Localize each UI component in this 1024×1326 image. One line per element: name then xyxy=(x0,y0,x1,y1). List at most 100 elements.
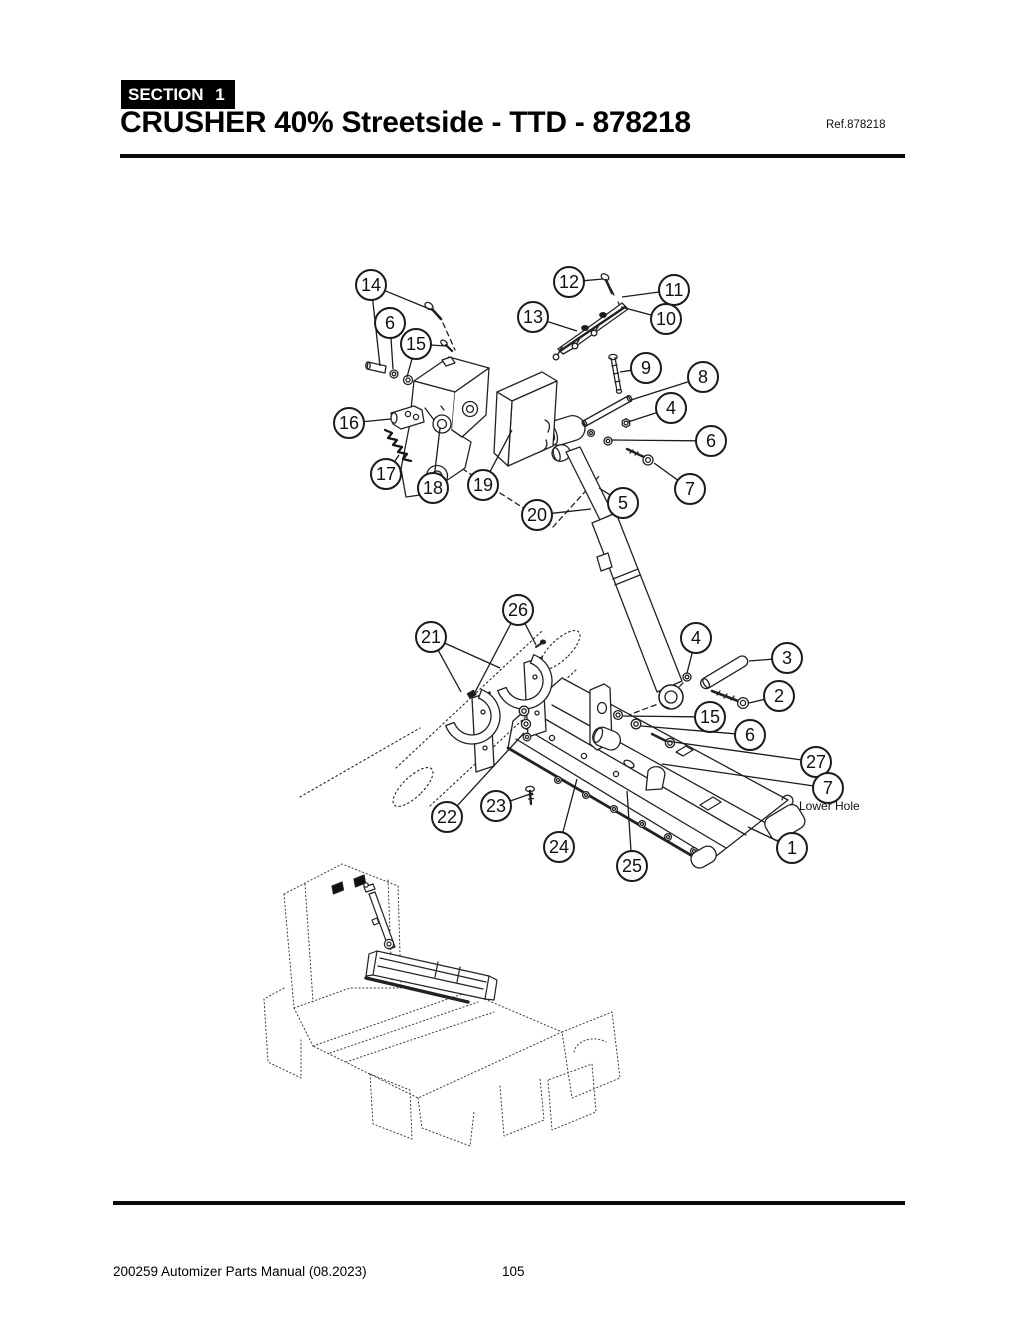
callout-number: 18 xyxy=(423,478,443,498)
leader-line xyxy=(390,337,394,370)
leader-line xyxy=(524,623,537,646)
callout-21: 21 xyxy=(415,621,501,693)
callout-number: 15 xyxy=(406,334,426,354)
callout-circle xyxy=(355,269,387,301)
callout-number: 6 xyxy=(385,313,395,333)
cover-plate-part13 xyxy=(552,302,629,361)
callout-number: 24 xyxy=(549,837,569,857)
valve-part16 xyxy=(390,405,425,430)
callout-circle xyxy=(674,473,706,505)
callout-number: 4 xyxy=(691,628,701,648)
callout-15: 15 xyxy=(622,701,726,733)
callout-4: 4 xyxy=(627,392,687,424)
callout-circle xyxy=(800,746,832,778)
callout-number: 23 xyxy=(486,796,506,816)
leader-line xyxy=(611,439,697,442)
bolt-part2 xyxy=(710,689,750,710)
callout-6: 6 xyxy=(611,425,727,457)
callout-number: 7 xyxy=(685,479,695,499)
leader-line xyxy=(748,698,765,704)
leader-line xyxy=(747,826,779,843)
washer-part6-left xyxy=(389,369,399,379)
leader-line xyxy=(748,658,773,662)
screw-part15-upper xyxy=(440,339,454,353)
callout-20: 20 xyxy=(521,499,592,531)
leader-line xyxy=(665,740,802,761)
callout-number: 2 xyxy=(774,686,784,706)
screw-part12 xyxy=(600,273,614,295)
callout-7: 7 xyxy=(661,763,844,804)
callout-number: 22 xyxy=(437,807,457,827)
nut-part4-upper xyxy=(621,418,631,428)
callout-8: 8 xyxy=(630,361,719,401)
callout-number: 4 xyxy=(666,398,676,418)
callout-number: 19 xyxy=(473,475,493,495)
callout-circle xyxy=(480,790,512,822)
callout-circle xyxy=(650,303,682,335)
callout-circle xyxy=(333,407,365,439)
callout-circle xyxy=(771,642,803,674)
callout-1: 1 xyxy=(747,826,808,864)
callout-16: 16 xyxy=(333,407,392,439)
callout-18: 18 xyxy=(417,427,449,504)
leader-line xyxy=(626,790,632,852)
callout-2: 2 xyxy=(748,680,795,712)
callout-circle xyxy=(553,266,585,298)
callout-6: 6 xyxy=(640,719,766,751)
leader-line xyxy=(406,358,413,378)
leader-line xyxy=(437,649,462,693)
bolt-part9 xyxy=(608,353,623,394)
screw-part23 xyxy=(524,785,536,806)
footer-manual-label: 200259 Automizer Parts Manual (08.2023) xyxy=(113,1264,367,1279)
callout-11: 11 xyxy=(621,274,690,306)
callout-circle xyxy=(630,352,662,384)
hydraulic-cylinder-part20 xyxy=(544,415,684,710)
pin-part14-lower xyxy=(365,361,387,374)
callout-circle xyxy=(763,680,795,712)
spring-part17 xyxy=(383,428,413,463)
callout-circle xyxy=(517,301,549,333)
leader-line xyxy=(444,642,501,669)
callout-number: 9 xyxy=(641,358,651,378)
leader-line xyxy=(620,306,652,316)
leader-line xyxy=(583,278,604,282)
leader-line xyxy=(547,320,578,332)
base-frame-weldment-part1 xyxy=(506,677,806,869)
callout-circle xyxy=(616,850,648,882)
callout-number: 8 xyxy=(698,367,708,387)
bolt-part7-upper xyxy=(625,447,654,466)
callout-circle xyxy=(655,392,687,424)
truck-chassis-sketch xyxy=(263,863,621,1147)
callout-25: 25 xyxy=(616,790,648,882)
callout-number: 14 xyxy=(361,275,381,295)
callout-number: 13 xyxy=(523,307,543,327)
installed-assembly-sketch xyxy=(331,874,498,1004)
callout-circle xyxy=(415,621,447,653)
callout-17: 17 xyxy=(370,454,402,490)
callout-number: 6 xyxy=(745,725,755,745)
callout-number: 16 xyxy=(339,413,359,433)
leader-line xyxy=(384,290,433,311)
callout-number: 7 xyxy=(823,778,833,798)
leader-line xyxy=(598,487,611,496)
leader-line xyxy=(562,778,578,833)
leader-line xyxy=(472,622,512,697)
leader-line xyxy=(619,369,632,373)
callout-number: 10 xyxy=(656,309,676,329)
callout-number: 1 xyxy=(787,838,797,858)
header-rule xyxy=(120,154,905,158)
callout-number: 6 xyxy=(706,431,716,451)
callout-circle xyxy=(374,307,406,339)
callout-number: 12 xyxy=(559,272,579,292)
leader-line xyxy=(372,299,381,367)
callout-circle xyxy=(431,801,463,833)
footer-page-number: 105 xyxy=(502,1264,525,1279)
callout-4: 4 xyxy=(680,622,712,674)
rail-bolts xyxy=(548,734,699,856)
callout-15: 15 xyxy=(400,328,447,378)
callout-14: 14 xyxy=(355,269,433,367)
clevis-pin-part3 xyxy=(700,655,749,690)
callout-number: 20 xyxy=(527,505,547,525)
